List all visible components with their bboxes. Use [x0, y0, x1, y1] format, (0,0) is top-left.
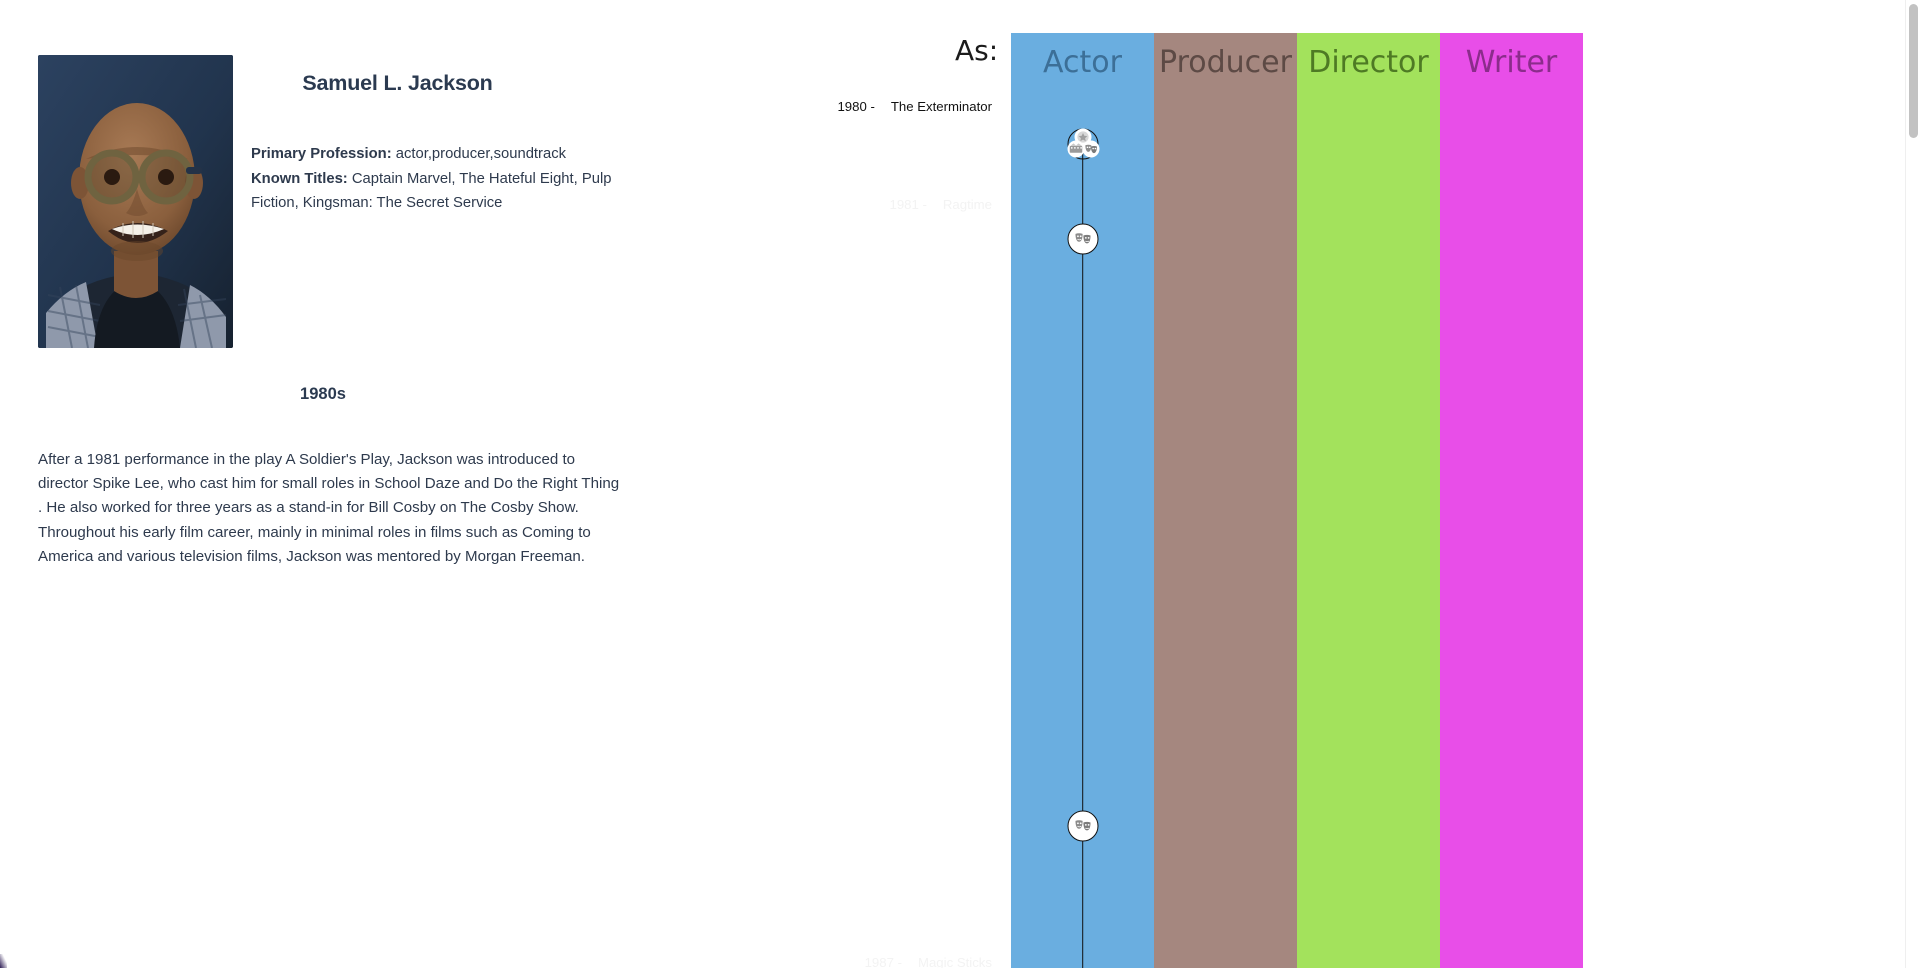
page-corner-marker [0, 954, 7, 968]
page-title: Samuel L. Jackson [302, 71, 493, 95]
primary-profession-row: Primary Profession: actor,producer,sound… [251, 142, 621, 167]
timeline-entry-year: 1987 - [864, 955, 902, 968]
timeline-entry-title: Ragtime [942, 197, 992, 212]
primary-profession-value: actor,producer,soundtrack [391, 146, 567, 162]
horizontal-scrollbar[interactable] [0, 960, 1905, 968]
decade-heading: 1980s [300, 385, 346, 403]
timeline-entry[interactable]: 1980 - The Exterminator [837, 99, 992, 114]
primary-profession-label: Primary Profession: [251, 146, 392, 162]
role-column-label: Producer [1159, 45, 1292, 80]
as-label: As: [955, 34, 999, 67]
masks-cluster-icon[interactable] [1067, 128, 1099, 160]
profile-meta: Primary Profession: actor,producer,sound… [251, 142, 621, 216]
role-columns: Actor Producer Director Writer [1011, 33, 1583, 968]
timeline-node-mini-icon [1082, 140, 1099, 158]
timeline-entry-title: The Exterminator [890, 99, 992, 114]
known-titles-value: Captain Marvel, The Hateful Eight, Pulp … [251, 170, 612, 212]
theater-masks-icon[interactable] [1067, 810, 1098, 842]
vertical-scrollbar-thumb[interactable] [1909, 4, 1918, 138]
timeline-entry-list: 1980 - The Exterminator 1981 - Ragtime 1987 … [700, 0, 1010, 968]
timeline-axis-line [1081, 133, 1084, 968]
known-titles-row: Known Titles: Captain Marvel, The Hatefu… [251, 167, 621, 216]
timeline-entry-title: Magic Sticks [917, 955, 992, 968]
timeline-node-mini-icon [1067, 140, 1084, 158]
vertical-scrollbar[interactable] [1905, 0, 1920, 968]
role-column-director[interactable]: Director [1297, 33, 1440, 968]
role-column-writer[interactable]: Writer [1440, 33, 1583, 968]
timeline-entry[interactable]: 1981 - Ragtime [889, 197, 992, 212]
profile-panel: Samuel L. Jackson Primary Profession: ac… [0, 0, 700, 968]
known-titles-label: Known Titles: [251, 170, 348, 187]
theater-masks-icon[interactable] [1067, 223, 1098, 255]
timeline-entry-year: 1981 - [889, 197, 927, 212]
role-column-label: Director [1308, 45, 1429, 80]
decade-biography: After a 1981 performance in the play A S… [38, 451, 620, 565]
role-column-producer[interactable]: Producer [1154, 33, 1297, 968]
profile-details: Samuel L. Jackson Primary Profession: ac… [251, 55, 651, 216]
role-column-actor[interactable]: Actor [1011, 33, 1154, 968]
timeline-entry[interactable]: 1987 - Magic Sticks [865, 955, 992, 968]
role-column-label: Writer [1465, 45, 1558, 80]
timeline-entry-year: 1980 - [837, 99, 875, 114]
role-column-label: Actor [1043, 45, 1122, 80]
avatar [38, 55, 233, 348]
profile-header: Samuel L. Jackson Primary Profession: ac… [38, 55, 658, 348]
